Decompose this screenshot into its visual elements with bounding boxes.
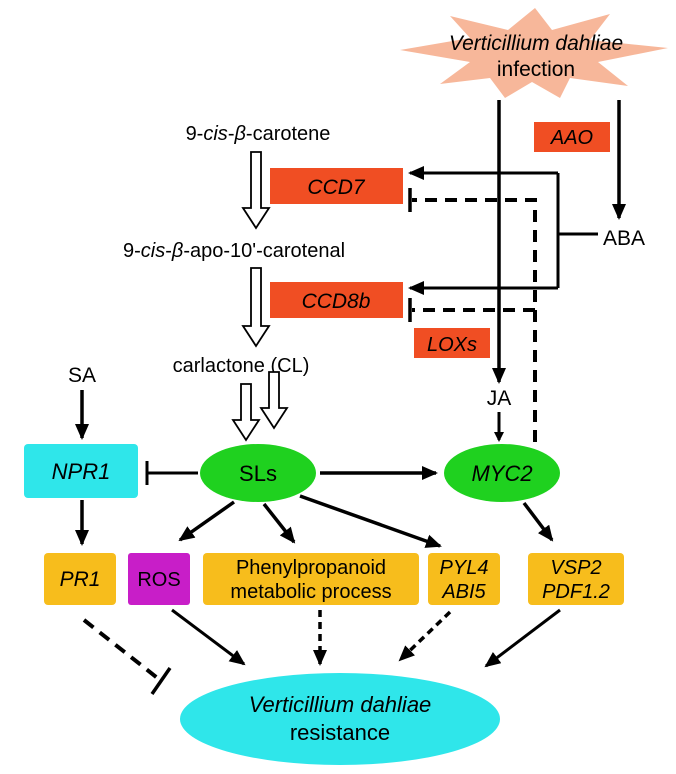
pdf12-label: PDF1.2	[542, 581, 610, 603]
ja-label: JA	[487, 387, 512, 410]
resistance-node: Verticillium dahliae resistance	[180, 673, 500, 765]
sls-node: SLs	[200, 444, 316, 502]
arrow-ros-to-resistance	[171, 608, 246, 666]
myc2-inhibition	[412, 198, 537, 442]
arrow-pyl4-to-resistance	[398, 610, 452, 662]
aba-bracket	[556, 173, 598, 236]
resistance-label-line1: Verticillium dahliae	[249, 692, 432, 717]
phenyl-label-line1: Phenylpropanoid	[236, 557, 386, 579]
sa-label: SA	[68, 364, 96, 387]
tbar-resistance	[150, 667, 172, 695]
arrow-sls-to-ros	[178, 500, 236, 542]
abi5-label: ABI5	[441, 581, 486, 603]
biosynthesis-arrows	[231, 151, 289, 442]
vsp2-label: VSP2	[550, 557, 601, 579]
phenyl-box: Phenylpropanoid metabolic process	[203, 553, 419, 605]
myc2-node: MYC2	[444, 444, 560, 502]
npr1-label: NPR1	[52, 459, 111, 484]
infection-label-line1: Verticillium dahliae	[449, 32, 623, 55]
aao-box: AAO	[534, 122, 610, 152]
myc2-label: MYC2	[471, 461, 532, 486]
loxs-label: LOXs	[427, 334, 477, 356]
inhibit-pr1-to-resistance	[82, 618, 162, 682]
inhibit-myc2-to-ccd7	[412, 198, 537, 442]
resistance-label-line2: resistance	[290, 720, 390, 745]
hollow-arrow-4	[259, 371, 289, 430]
carotene-label: 9-cis-β-carotene	[186, 123, 331, 145]
pr1-box: PR1	[44, 553, 116, 605]
ros-box: ROS	[128, 553, 190, 605]
ccd8b-label: CCD8b	[302, 290, 371, 313]
apocarotenal-label: 9-cis-β-apo-10'-carotenal	[123, 240, 345, 262]
ccd8b-box: CCD8b	[270, 282, 403, 318]
pr1-label: PR1	[60, 568, 101, 591]
sls-label: SLs	[239, 461, 277, 486]
phenyl-label-line2: metabolic process	[230, 581, 391, 603]
arrow-sls-to-phenyl	[262, 502, 296, 544]
hollow-arrow-3	[231, 383, 261, 442]
aba-label: ABA	[603, 227, 645, 250]
hollow-arrow-1	[241, 151, 271, 230]
carlactone-label: carlactone (CL)	[173, 355, 310, 377]
arrow-myc2-to-vsp2	[522, 501, 554, 542]
infection-star-shape	[400, 8, 668, 98]
aao-label: AAO	[550, 127, 593, 149]
arrow-sls-to-pyl4	[299, 494, 442, 548]
npr1-box: NPR1	[24, 444, 138, 498]
pyl4-label: PYL4	[440, 557, 489, 579]
vsp2-pdf12-box: VSP2 PDF1.2	[528, 553, 624, 605]
loxs-box: LOXs	[414, 328, 490, 358]
ccd7-box: CCD7	[270, 168, 403, 204]
infection-star: Verticillium dahliae infection	[400, 8, 668, 98]
hollow-arrow-2	[241, 267, 271, 348]
infection-label-line2: infection	[497, 58, 575, 81]
pyl4-abi5-box: PYL4 ABI5	[428, 553, 500, 605]
ccd7-label: CCD7	[307, 176, 365, 199]
ros-label: ROS	[137, 569, 180, 591]
arrow-vsp2-to-resistance	[484, 608, 561, 668]
